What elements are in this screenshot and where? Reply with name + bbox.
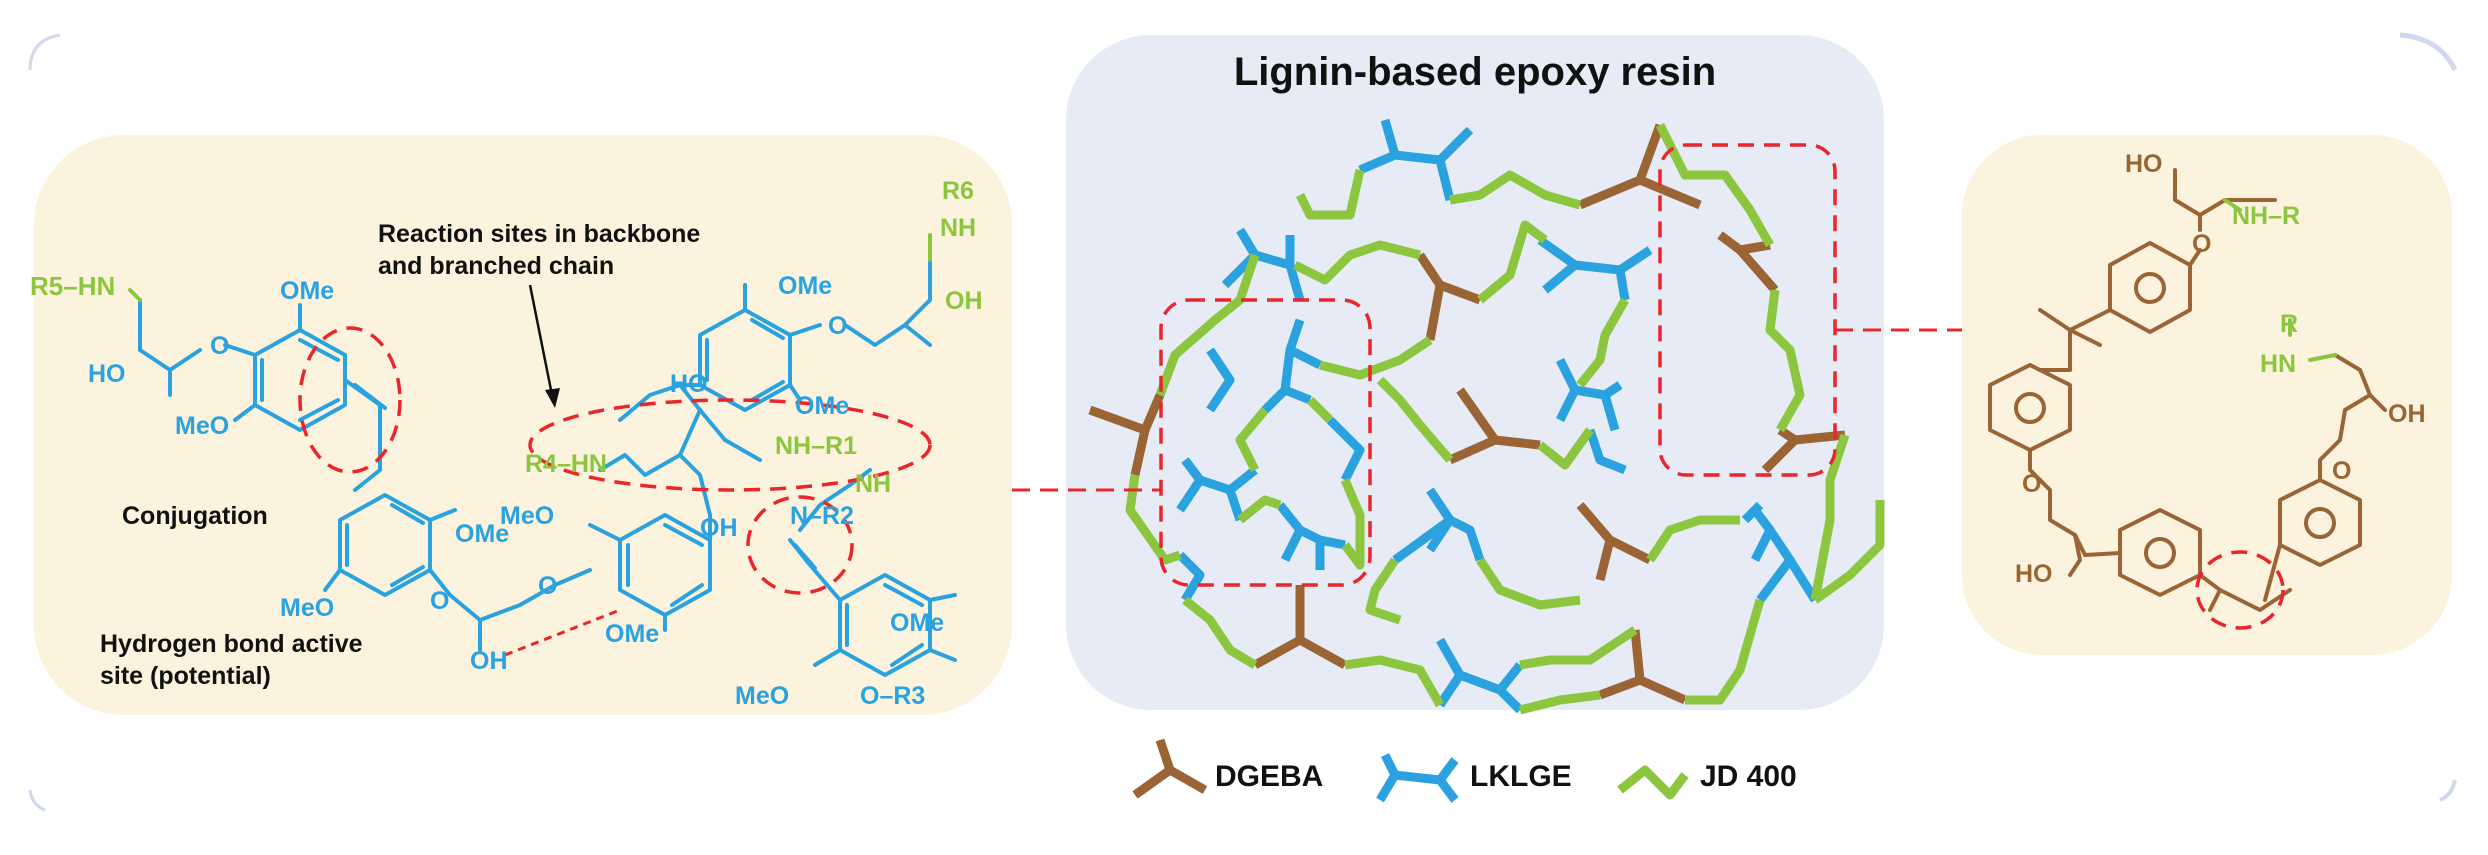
label-ome1: OMe xyxy=(280,277,335,305)
lignin-molecule xyxy=(128,233,957,677)
hbond-annotation: Hydrogen bond active site (potential) xyxy=(100,628,363,692)
conjugation-label: Conjugation xyxy=(122,502,268,530)
reaction-sites-line1: Reaction sites in backbone xyxy=(378,220,701,248)
legend-jd400-icon xyxy=(1617,765,1689,800)
label-or3: O–R3 xyxy=(860,682,926,710)
label-meo1: MeO xyxy=(175,412,230,440)
label-r4hn: R4–HN xyxy=(525,450,607,478)
label-o2: O xyxy=(430,587,450,615)
label-ome4: OMe xyxy=(795,392,850,420)
label-nhr1: NH–R1 xyxy=(775,432,857,460)
page-title: Lignin-based epoxy resin xyxy=(1233,50,1717,94)
epoxy-network-panel xyxy=(1066,35,1884,710)
hbond-line2: site (potential) xyxy=(100,662,271,690)
label-nh1: NH xyxy=(940,214,977,242)
r-label-ho1: HO xyxy=(2125,150,2163,178)
label-meo4: MeO xyxy=(735,682,790,710)
label-nh2: NH xyxy=(855,470,892,498)
reaction-sites-line2: and branched chain xyxy=(378,252,615,280)
legend-glyphs xyxy=(1132,738,1689,803)
label-ome2: OMe xyxy=(455,520,510,548)
label-o4: O xyxy=(828,312,848,340)
label-o1: O xyxy=(210,332,230,360)
r-label-nhr: NH–R xyxy=(2232,202,2301,230)
legend-jd400-label: JD 400 xyxy=(1700,760,1797,793)
label-meo2: MeO xyxy=(280,594,335,622)
r-label-ho2: HO xyxy=(2015,560,2053,588)
label-ome6: OMe xyxy=(890,609,945,637)
legend-dgeba-icon xyxy=(1132,738,1175,799)
label-ome5: OMe xyxy=(605,620,660,648)
reaction-sites-annotation: Reaction sites in backbone and branched … xyxy=(378,218,700,282)
label-r6: R6 xyxy=(942,177,974,205)
label-oh3: OH xyxy=(700,514,738,542)
legend-dgeba-label: DGEBA xyxy=(1215,760,1324,793)
dgeba-molecule xyxy=(1988,168,2387,630)
label-ho2: HO xyxy=(670,370,708,398)
label-nr2: N–R2 xyxy=(790,502,854,530)
r-label-o3: O xyxy=(2022,470,2042,498)
label-meo3: MeO xyxy=(500,502,555,530)
legend-lklge-label: LKLGE xyxy=(1470,760,1572,793)
r-label-o1: O xyxy=(2192,230,2212,258)
label-oh2: OH xyxy=(945,287,983,315)
label-r5hn: R5–HN xyxy=(30,271,116,301)
r-label-r: R xyxy=(2280,310,2299,338)
label-oh1: OH xyxy=(470,647,508,675)
label-ome3: OMe xyxy=(778,272,833,300)
hbond-line1: Hydrogen bond active xyxy=(100,630,363,658)
label-o3: O xyxy=(538,572,558,600)
r-label-oh: OH xyxy=(2388,400,2426,428)
r-label-hn: HN xyxy=(2260,350,2297,378)
r-label-o2: O xyxy=(2332,457,2352,485)
label-ho1: HO xyxy=(88,360,126,388)
legend-lklge-icon xyxy=(1376,752,1400,803)
epoxy-network xyxy=(1088,118,1885,715)
